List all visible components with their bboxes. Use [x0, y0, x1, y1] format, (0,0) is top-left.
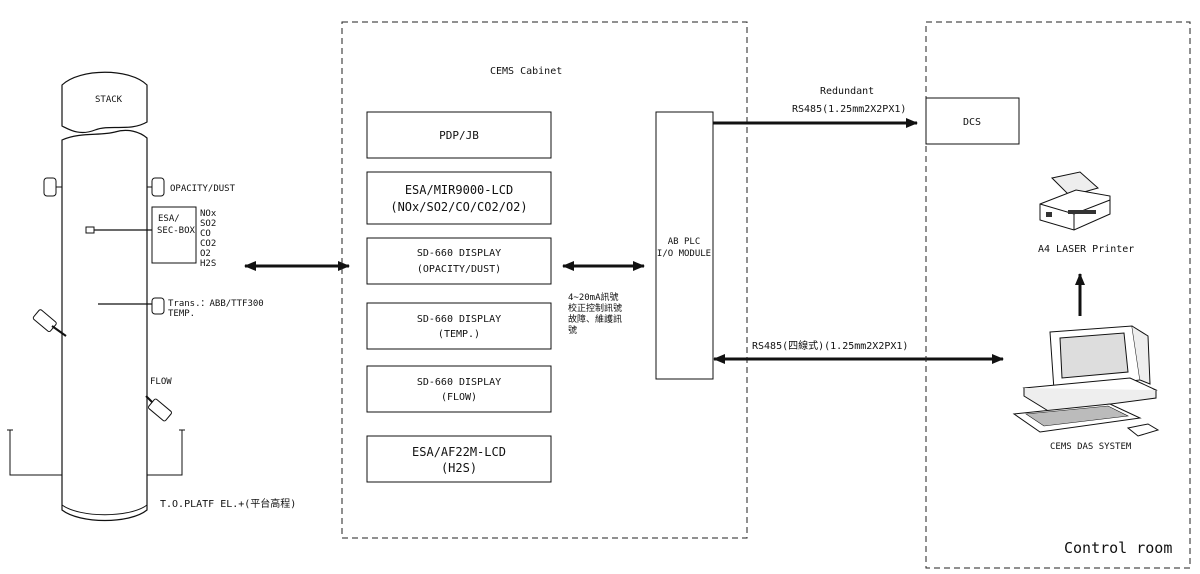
signal-note-line-1: 4~20mA訊號 [568, 291, 619, 303]
trans-label: Trans.：ABB/TTF300 [168, 299, 264, 309]
platform [7, 429, 185, 476]
cems-cabinet: CEMS Cabinet PDP/JB ESA/MIR9000-LCD (NOx… [341, 21, 748, 539]
esa-box-line-2: SEC-BOX [157, 226, 196, 236]
computer-icon [1012, 325, 1160, 437]
module-sd660-flow: SD-660 DISPLAY (FLOW) [366, 365, 552, 413]
module-sd660-opacity: SD-660 DISPLAY (OPACITY/DUST) [366, 237, 552, 285]
esa-box-line-1: ESA/ [158, 214, 180, 224]
module-esa-af22m-line-1: ESA/AF22M-LCD [412, 445, 506, 459]
module-esa-mir9000-line-2: (NOx/SO2/CO/CO2/O2) [390, 200, 527, 214]
gas-so2: SO2 [200, 219, 216, 229]
flow-sensor-icon [145, 395, 172, 422]
flow-label: FLOW [150, 377, 172, 387]
module-esa-mir9000: ESA/MIR9000-LCD (NOx/SO2/CO/CO2/O2) [366, 171, 552, 225]
module-esa-af22m: ESA/AF22M-LCD (H2S) [366, 435, 552, 483]
temp-label: TEMP. [168, 309, 195, 319]
printer-icon [1039, 171, 1111, 231]
signal-note-line-3: 故障、維護訊 [568, 313, 622, 325]
gas-co2: CO2 [200, 239, 216, 249]
module-sd660-temp: SD-660 DISPLAY (TEMP.) [366, 302, 552, 350]
left-angled-sensor-icon [32, 309, 67, 337]
redundant-label: Redundant [820, 86, 874, 97]
stack-top [61, 71, 148, 134]
gas-h2s: H2S [200, 259, 216, 269]
module-sd660-flow-line-2: (FLOW) [441, 392, 477, 403]
gas-probe-tip-icon [85, 226, 95, 234]
cabinet-title: CEMS Cabinet [490, 66, 562, 77]
module-sd660-flow-line-1: SD-660 DISPLAY [417, 377, 501, 388]
signal-note-line-4: 號 [568, 324, 577, 336]
opacity-sensor-left-icon [43, 177, 62, 197]
module-sd660-opacity-line-1: SD-660 DISPLAY [417, 248, 501, 259]
rs485-dcs-label: RS485(1.25mm2X2PX1) [792, 104, 906, 115]
esa-sec-box [151, 206, 197, 264]
dcs-box: DCS [925, 97, 1020, 145]
stack: STACK OPACITY/DUST ESA/ SEC-BOX NOx SO2 … [7, 71, 296, 522]
plc-line-2: I/O MODULE [657, 249, 711, 259]
opacity-dust-label: OPACITY/DUST [170, 184, 236, 194]
gas-list: NOx SO2 CO CO2 O2 H2S [200, 209, 217, 269]
platform-label: T.O.PLATF EL.+(平台高程) [160, 497, 296, 510]
module-pdp-jb: PDP/JB [366, 111, 552, 159]
stack-label: STACK [95, 95, 123, 105]
opacity-sensor-right-icon [147, 177, 165, 197]
temp-transmitter-icon [151, 297, 165, 315]
gas-nox: NOx [200, 209, 217, 219]
das-label: CEMS DAS SYSTEM [1050, 442, 1132, 452]
signal-note-line-2: 校正控制訊號 [568, 302, 622, 314]
module-pdp-jb-line-1: PDP/JB [439, 129, 479, 142]
gas-o2: O2 [200, 249, 211, 259]
rs485-das-label: RS485(四線式)(1.25mm2X2PX1) [752, 339, 908, 352]
printer-label: A4 LASER Printer [1038, 244, 1134, 255]
control-room-border [925, 21, 1191, 569]
module-sd660-temp-line-1: SD-660 DISPLAY [417, 314, 501, 325]
stack-body [61, 129, 148, 522]
control-room: DCS A4 LASER Printer CEMS DAS SYSTEM Con… [925, 21, 1191, 569]
cabinet-border [341, 21, 748, 539]
plc-line-1: AB PLC [668, 237, 701, 247]
module-esa-af22m-line-2: (H2S) [441, 461, 477, 475]
module-sd660-temp-line-2: (TEMP.) [438, 329, 480, 340]
ab-plc-module: AB PLC I/O MODULE [655, 111, 714, 380]
stack-bottom-edge [61, 504, 148, 516]
control-room-label: Control room [1064, 539, 1172, 557]
gas-co: CO [200, 229, 211, 239]
module-sd660-opacity-line-2: (OPACITY/DUST) [417, 264, 501, 275]
module-esa-mir9000-line-1: ESA/MIR9000-LCD [405, 183, 513, 197]
dcs-label: DCS [963, 117, 981, 128]
